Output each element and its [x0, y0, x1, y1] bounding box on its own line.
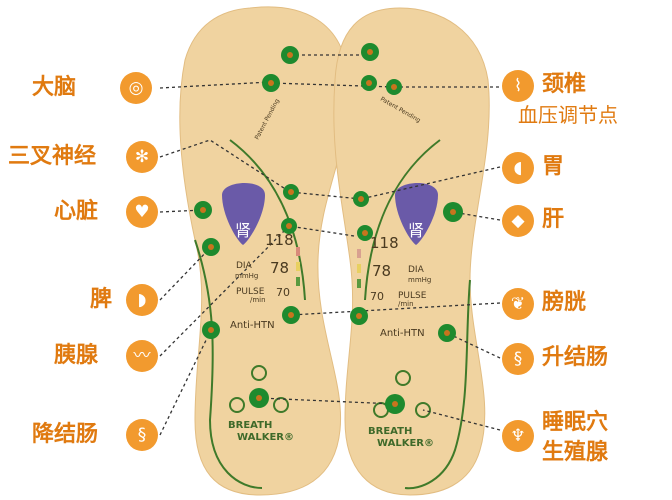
left-heel-logo — [229, 365, 289, 413]
label-cervical-spine: 颈椎 — [542, 72, 587, 97]
right-dia-value: 78 — [372, 262, 391, 280]
left-kidney-label: 肾 — [235, 221, 251, 240]
uterus-icon: ♆ — [502, 420, 534, 452]
acupoint — [281, 46, 299, 64]
left-dia-label: DIA — [236, 261, 253, 271]
acupoint — [283, 184, 299, 200]
acupoint — [361, 75, 377, 91]
right-dia-unit: mmHg — [408, 276, 431, 284]
liver-icon: ◆ — [502, 205, 534, 237]
colon-icon: § — [126, 419, 158, 451]
acupoint — [385, 394, 405, 414]
right-kidney-label: 肾 — [408, 221, 424, 240]
svg-text:WALKER®: WALKER® — [377, 438, 434, 449]
label-liver: 肝 — [542, 207, 565, 232]
label-descending-colon: 降结肠 — [32, 422, 99, 447]
label-sleep-point: 睡眠穴 — [542, 410, 609, 435]
acupoint — [353, 191, 369, 207]
left-anti-htn: Anti-HTN — [230, 320, 275, 331]
right-pulse-unit: /min — [398, 300, 414, 308]
stomach-icon: ◖ — [502, 152, 534, 184]
label-reproductive: 生殖腺 — [542, 440, 609, 465]
acupoint — [438, 324, 456, 342]
acupoint — [202, 321, 220, 339]
left-dia-unit: mmHg — [235, 272, 258, 280]
nerve-icon: ✻ — [126, 141, 158, 173]
pancreas-icon: 〰 — [126, 340, 158, 372]
right-brand: BREATH — [368, 426, 412, 437]
colon-icon: § — [502, 343, 534, 375]
brain-icon: ◎ — [120, 72, 152, 104]
label-pancreas: 胰腺 — [54, 343, 99, 368]
label-spleen: 脾 — [90, 287, 113, 312]
label-brain: 大脑 — [32, 75, 77, 100]
acupoints — [194, 43, 463, 414]
label-bp-point: 血压调节点 — [518, 103, 618, 127]
spine-icon: ⌇ — [502, 70, 534, 102]
right-kidney-badge — [395, 182, 438, 245]
right-dia-label: DIA — [408, 265, 425, 275]
left-pulse-value: 70 — [276, 286, 290, 299]
right-anti-htn: Anti-HTN — [380, 328, 425, 339]
left-sys-value: 118 — [265, 231, 294, 249]
acupoint — [443, 202, 463, 222]
svg-text:WALKER®: WALKER® — [237, 432, 294, 443]
acupoint — [386, 79, 402, 95]
label-trigeminal: 三叉神经 — [8, 144, 97, 169]
right-sys-value: 118 — [370, 234, 399, 252]
label-bladder: 膀胱 — [542, 290, 587, 315]
label-stomach: 胃 — [542, 154, 565, 179]
acupoint — [202, 238, 220, 256]
left-dia-value: 78 — [270, 259, 289, 277]
left-pulse-label: PULSE — [236, 287, 265, 297]
acupoint — [262, 74, 280, 92]
acupoint — [249, 388, 269, 408]
acupoint — [282, 306, 300, 324]
acupoint — [350, 307, 368, 325]
right-insole — [333, 7, 490, 496]
acupoint — [194, 201, 212, 219]
right-pulse-value: 70 — [370, 290, 384, 303]
bladder-icon: ❦ — [502, 288, 534, 320]
acupoint — [357, 225, 373, 241]
acupoint — [361, 43, 379, 61]
left-kidney-badge — [222, 182, 265, 245]
heart-icon: ♥ — [126, 196, 158, 228]
leader-lines — [159, 54, 501, 436]
label-heart: 心脏 — [54, 199, 99, 224]
spleen-icon: ◗ — [126, 284, 158, 316]
label-ascending-colon: 升结肠 — [542, 345, 609, 370]
left-brand: BREATH — [228, 420, 272, 431]
right-pulse-label: PULSE — [398, 291, 427, 301]
left-pulse-unit: /min — [250, 296, 266, 304]
acupoint — [281, 218, 297, 234]
